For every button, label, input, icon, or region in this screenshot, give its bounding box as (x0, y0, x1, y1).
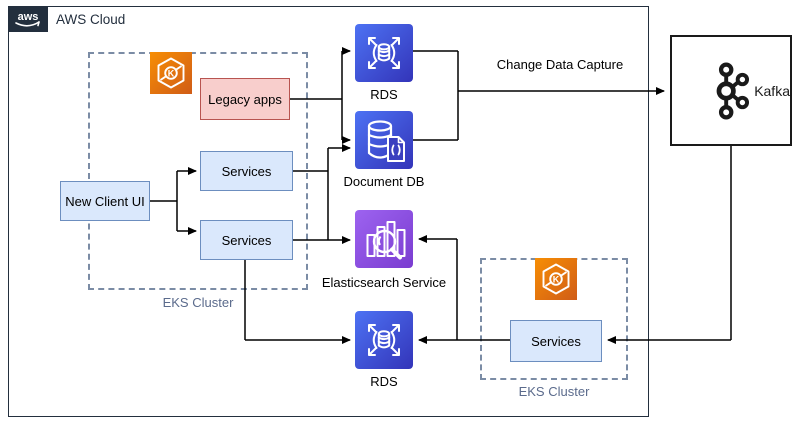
kafka-icon (716, 61, 750, 120)
services-right-node: Services (510, 320, 602, 362)
services-right-label: Services (531, 333, 581, 349)
aws-cloud-label: AWS Cloud (56, 12, 126, 27)
document-db-icon (355, 111, 413, 169)
edge-ncu-branch (150, 171, 178, 231)
document-db-label: Document DB (343, 174, 425, 189)
aws-logo: aws (8, 6, 48, 32)
services-top-label: Services (221, 163, 272, 179)
services-bottom-label: Services (221, 232, 272, 248)
edge-services-right-branch (456, 239, 510, 341)
edge-legacy-branch (290, 51, 343, 140)
services-bottom-node: Services (200, 220, 293, 260)
rds-top-label: RDS (370, 87, 398, 102)
new-client-ui-label: New Client UI (65, 193, 145, 209)
eks-icon-letter: K (168, 68, 175, 78)
aws-logo-icon: aws (15, 11, 40, 27)
kafka-label: Kafka (754, 82, 790, 99)
eks-cluster-left-label: EKS Cluster (162, 295, 234, 310)
elasticsearch-icon (355, 210, 413, 268)
rds-icon (355, 311, 413, 369)
aws-cloud-boundary (8, 6, 649, 417)
legacy-apps-node: Legacy apps (200, 78, 290, 120)
eks-icon: K (535, 258, 577, 300)
aws-logo-text: aws (18, 11, 39, 23)
eks-icon: K (150, 52, 192, 94)
rds-icon (355, 24, 413, 82)
new-client-ui-node: New Client UI (60, 181, 150, 221)
elasticsearch-label: Elasticsearch Service (321, 275, 447, 290)
services-top-node: Services (200, 151, 293, 191)
change-data-capture-label: Change Data Capture (496, 57, 624, 72)
eks-icon-letter: K (553, 274, 560, 284)
eks-cluster-right-label: EKS Cluster (518, 384, 590, 399)
edge-services-branch (293, 148, 329, 240)
edge-cdc-merge (413, 50, 459, 141)
kafka-node: Kafka (670, 35, 792, 146)
legacy-apps-label: Legacy apps (208, 91, 282, 107)
rds-bottom-label: RDS (370, 374, 398, 389)
